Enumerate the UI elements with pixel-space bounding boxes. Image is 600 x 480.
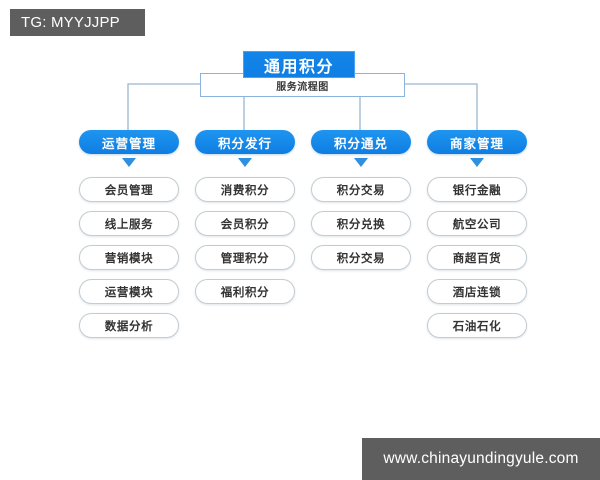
branch-label-1: 运营管理 — [101, 135, 156, 151]
leaf-label-2-3: 管理积分 — [220, 250, 270, 265]
leaf-node-1-4[interactable]: 运营模块 — [79, 279, 179, 304]
leaf-node-4-5[interactable]: 石油石化 — [427, 313, 527, 338]
leaf-label-1-1: 会员管理 — [104, 182, 154, 197]
leaf-label-3-3: 积分交易 — [336, 250, 386, 265]
leaf-node-2-1[interactable]: 消费积分 — [195, 177, 295, 202]
watermark-bottom-right-text: www.chinayundingyule.com — [383, 450, 579, 467]
leaf-node-4-4[interactable]: 酒店连锁 — [427, 279, 527, 304]
arrow-down-icon-4 — [470, 158, 484, 167]
root-title: 通用积分 — [263, 56, 334, 76]
leaf-label-3-2: 积分兑换 — [336, 216, 386, 231]
leaf-label-4-3: 商超百货 — [452, 250, 502, 265]
leaf-node-3-3[interactable]: 积分交易 — [311, 245, 411, 270]
leaf-label-1-5: 数据分析 — [104, 318, 154, 333]
arrow-down-icon-3 — [354, 158, 368, 167]
leaf-label-4-5: 石油石化 — [452, 318, 502, 333]
leaf-node-1-5[interactable]: 数据分析 — [79, 313, 179, 338]
root-title-box: 通用积分 — [243, 51, 355, 78]
leaf-node-4-3[interactable]: 商超百货 — [427, 245, 527, 270]
leaf-label-1-3: 营销模块 — [104, 250, 154, 265]
leaf-node-4-2[interactable]: 航空公司 — [427, 211, 527, 236]
leaf-label-1-4: 运营模块 — [104, 284, 154, 299]
arrow-down-icon-2 — [238, 158, 252, 167]
leaf-node-3-1[interactable]: 积分交易 — [311, 177, 411, 202]
branch-node-2[interactable]: 积分发行 — [195, 130, 295, 154]
watermark-top-left-text: TG: MYYJJPP — [21, 14, 120, 31]
branch-label-4: 商家管理 — [449, 135, 504, 151]
leaf-label-4-2: 航空公司 — [452, 216, 502, 231]
leaf-node-1-3[interactable]: 营销模块 — [79, 245, 179, 270]
root-subtitle: 服务流程图 — [276, 81, 329, 93]
leaf-label-4-1: 银行金融 — [452, 182, 502, 197]
arrow-down-icon-1 — [122, 158, 136, 167]
leaf-label-3-1: 积分交易 — [336, 182, 386, 197]
watermark-top-left: TG: MYYJJPP — [10, 9, 145, 36]
leaf-node-1-1[interactable]: 会员管理 — [79, 177, 179, 202]
watermark-bottom-right: www.chinayundingyule.com — [362, 438, 600, 480]
branch-node-4[interactable]: 商家管理 — [427, 130, 527, 154]
root-node: 服务流程图 通用积分 — [200, 51, 405, 97]
leaf-node-3-2[interactable]: 积分兑换 — [311, 211, 411, 236]
leaf-label-2-4: 福利积分 — [220, 284, 270, 299]
branch-label-3: 积分通兑 — [333, 135, 388, 151]
leaf-node-2-3[interactable]: 管理积分 — [195, 245, 295, 270]
leaf-node-1-2[interactable]: 线上服务 — [79, 211, 179, 236]
leaf-label-2-2: 会员积分 — [220, 216, 270, 231]
leaf-node-2-4[interactable]: 福利积分 — [195, 279, 295, 304]
branch-node-1[interactable]: 运营管理 — [79, 130, 179, 154]
branch-label-2: 积分发行 — [217, 135, 272, 151]
branch-node-3[interactable]: 积分通兑 — [311, 130, 411, 154]
leaf-label-2-1: 消费积分 — [220, 182, 270, 197]
leaf-label-4-4: 酒店连锁 — [452, 284, 502, 299]
leaf-label-1-2: 线上服务 — [104, 216, 154, 231]
leaf-node-4-1[interactable]: 银行金融 — [427, 177, 527, 202]
leaf-node-2-2[interactable]: 会员积分 — [195, 211, 295, 236]
